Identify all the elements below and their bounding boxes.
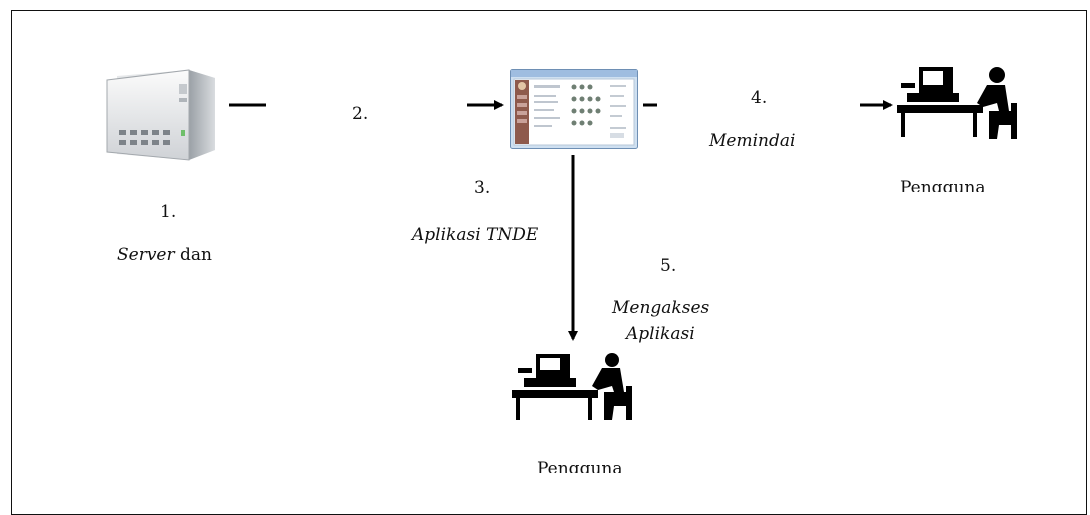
- step-3-label: Aplikasi TNDE: [412, 225, 539, 245]
- user-at-computer-icon: [512, 353, 632, 420]
- step-5-label-line2: Aplikasi: [626, 324, 695, 344]
- user-at-computer-icon: [897, 67, 1017, 139]
- step-4-number: 4.: [751, 88, 768, 108]
- step-1-label-rest: dan: [174, 245, 212, 265]
- application-window-icon: [510, 69, 638, 149]
- step-5-label-line1: Mengakses: [612, 298, 710, 318]
- step-4-label: Memindai: [709, 131, 796, 151]
- step-1-label: Server dan: [117, 245, 212, 265]
- step-1-number: 1.: [160, 202, 177, 222]
- server-icon: [106, 69, 215, 161]
- step-3-number: 3.: [474, 178, 491, 198]
- step-2-number: 2.: [352, 104, 369, 124]
- user-bottom-label: Pengguna: [537, 459, 623, 473]
- user-right-label: Pengguna: [900, 178, 986, 192]
- step-5-number: 5.: [660, 256, 677, 276]
- step-1-label-italic: Server: [117, 245, 175, 265]
